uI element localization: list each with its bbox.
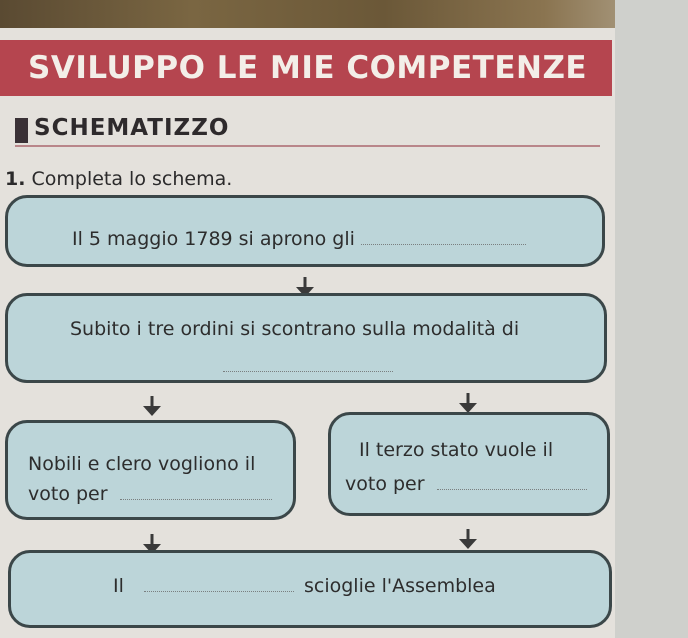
box-5-pre: Il — [113, 575, 124, 597]
box-5-post: scioglie l'Assemblea — [303, 575, 496, 597]
section-title: SCHEMATIZZO — [34, 115, 230, 141]
answer-blank-2[interactable] — [223, 370, 393, 372]
box-3-line-2: voto per — [28, 483, 108, 505]
arrow-down-icon — [143, 396, 161, 416]
schema-box-1: Il 5 maggio 1789 si aprono gli — [5, 195, 605, 267]
answer-blank-3[interactable] — [119, 498, 272, 500]
answer-blank-1[interactable] — [360, 243, 526, 245]
schema-box-4: Il terzo stato vuole il voto per — [328, 412, 610, 516]
photo-background-top — [0, 0, 640, 30]
box-1-text: Il 5 maggio 1789 si aprono gli — [72, 228, 355, 250]
exercise-instruction: 1. Completa lo schema. — [5, 168, 232, 190]
arrow-down-icon — [143, 534, 161, 554]
box-4-line-2: voto per — [345, 473, 425, 495]
arrow-down-icon — [459, 529, 477, 549]
exercise-text: Completa lo schema. — [31, 168, 233, 190]
section-divider — [15, 145, 600, 147]
arrow-down-icon — [459, 393, 477, 413]
box-2-text: Subito i tre ordini si scontrano sulla m… — [70, 318, 520, 340]
schema-box-5: Il scioglie l'Assemblea — [8, 550, 612, 628]
answer-blank-4[interactable] — [436, 488, 587, 490]
banner-title: SVILUPPO LE MIE COMPETENZE — [28, 50, 588, 86]
arrow-down-icon — [296, 277, 314, 297]
schema-box-2: Subito i tre ordini si scontrano sulla m… — [5, 293, 607, 383]
photo-background-right — [615, 0, 688, 638]
box-4-line-1: Il terzo stato vuole il — [359, 439, 554, 461]
section-marker — [15, 118, 28, 143]
exercise-number: 1. — [5, 168, 26, 190]
answer-blank-5[interactable] — [143, 590, 294, 592]
box-3-line-1: Nobili e clero vogliono il — [28, 453, 256, 475]
schema-box-3: Nobili e clero vogliono il voto per — [5, 420, 296, 520]
header-banner: SVILUPPO LE MIE COMPETENZE — [0, 40, 612, 96]
